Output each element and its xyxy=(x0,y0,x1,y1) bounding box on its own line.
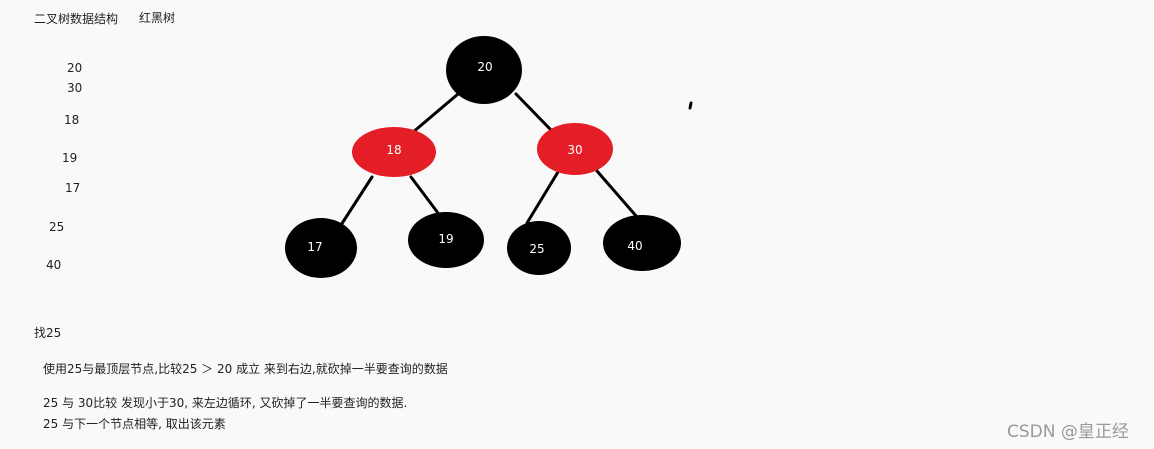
node-label: 30 xyxy=(567,143,582,157)
tree-edge-30-25 xyxy=(525,170,560,225)
node-circle xyxy=(352,127,436,177)
tree-node-20: 20 xyxy=(446,36,522,104)
note-line-1: 使用25与最顶层节点,比较25 ＞ 20 成立 来到右边,就砍掉一半要查询的数据 xyxy=(43,362,448,376)
node-circle xyxy=(537,123,613,175)
node-label: 20 xyxy=(477,60,492,74)
tree-edge-18-19 xyxy=(409,175,440,215)
tree-node-25: 25 xyxy=(507,221,571,275)
sequence-item: 20 xyxy=(67,61,83,75)
red-black-tree-label: 红黑树 xyxy=(139,11,176,25)
node-circle xyxy=(446,36,522,104)
sequence-item: 25 xyxy=(49,220,65,234)
tree-node-17: 17 xyxy=(285,218,357,278)
note-line-3: 25 与下一个节点相等, 取出该元素 xyxy=(43,417,226,431)
sequence-item: 40 xyxy=(46,258,62,272)
notes-heading: 找25 xyxy=(34,326,62,340)
page-title: 二叉树数据结构 xyxy=(34,12,119,26)
tree-node-18: 18 xyxy=(352,127,436,177)
node-label: 40 xyxy=(627,239,642,253)
tree-edge-30-40 xyxy=(595,169,639,219)
sequence-item: 17 xyxy=(65,181,81,195)
node-label: 25 xyxy=(529,242,544,256)
stray-mark xyxy=(688,101,693,110)
sequence-item: 19 xyxy=(62,151,78,165)
tree-edge-20-18 xyxy=(410,92,460,135)
sequence-item: 18 xyxy=(64,113,80,127)
node-label: 19 xyxy=(438,232,453,246)
tree-node-30: 30 xyxy=(537,123,613,175)
node-circle xyxy=(507,221,571,275)
node-circle xyxy=(603,215,681,271)
tree-edge-20-30 xyxy=(514,92,553,132)
sequence-item: 30 xyxy=(67,81,83,95)
node-label: 18 xyxy=(386,143,401,157)
csdn-watermark: CSDN @皇正经 xyxy=(1007,422,1129,442)
tree-node-40: 40 xyxy=(603,215,681,271)
node-label: 17 xyxy=(307,240,322,254)
tree-edge-18-17 xyxy=(339,175,374,227)
note-line-2: 25 与 30比较 发现小于30, 来左边循环, 又砍掉了一半要查询的数据. xyxy=(43,396,408,410)
tree-node-19: 19 xyxy=(408,212,484,268)
node-circle xyxy=(285,218,357,278)
node-circle xyxy=(408,212,484,268)
